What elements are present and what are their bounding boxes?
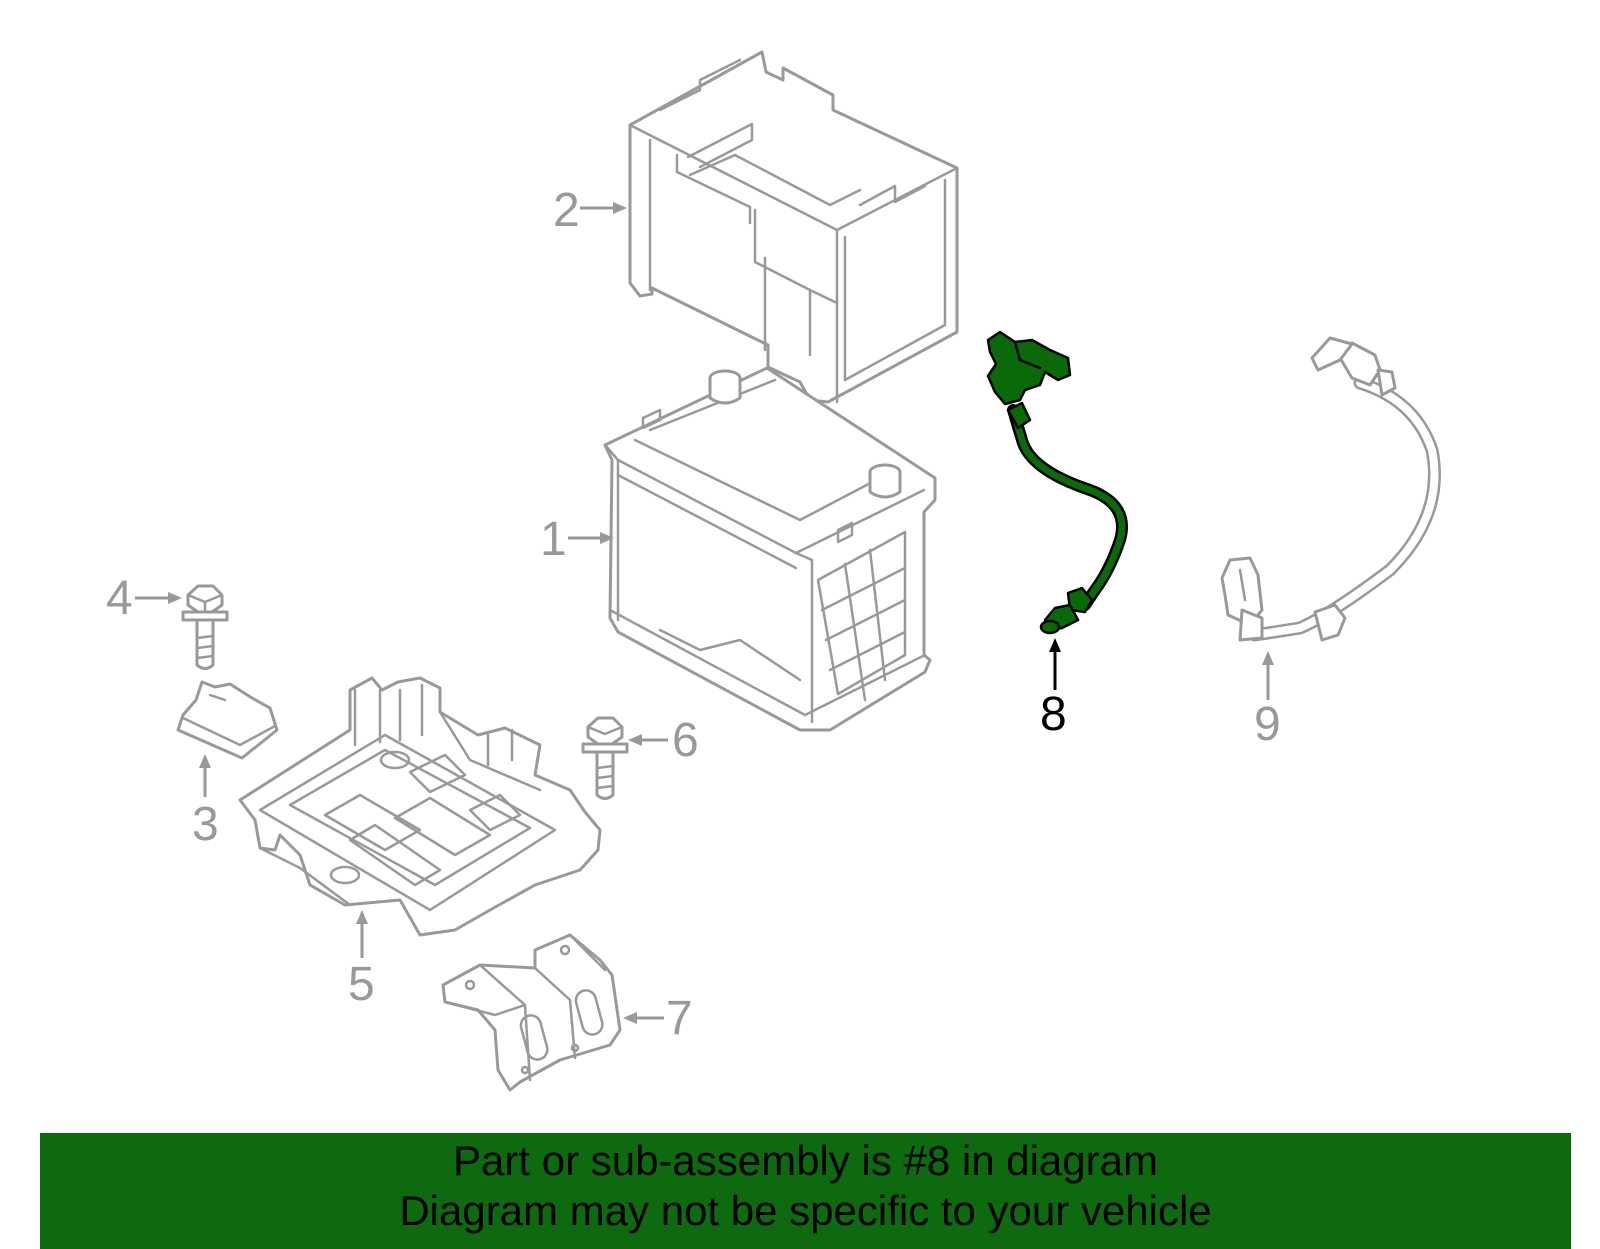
callout-label-7: 7 [666, 992, 693, 1045]
callout-label-5: 5 [348, 958, 375, 1011]
callout-label-1: 1 [540, 513, 567, 566]
callout-3: 3 [192, 754, 219, 851]
callout-label-4: 4 [106, 572, 133, 625]
callout-label-2: 2 [553, 184, 580, 237]
callout-2: 2 [553, 184, 627, 237]
callout-5: 5 [348, 910, 375, 1011]
callout-9: 9 [1254, 651, 1281, 751]
part-7-bracket [441, 933, 622, 1092]
part-5-tray [238, 676, 602, 937]
callout-1: 1 [540, 513, 614, 566]
banner-line-1: Part or sub-assembly is #8 in diagram [453, 1137, 1158, 1184]
callout-4: 4 [106, 572, 182, 625]
part-3-bracket [176, 680, 279, 760]
part-4-bolt [181, 584, 229, 670]
callout-label-3: 3 [192, 798, 219, 851]
part-9-cable [1220, 336, 1441, 642]
banner-line-2: Diagram may not be specific to your vehi… [399, 1187, 1212, 1234]
part-2-battery-box [628, 50, 959, 404]
info-banner: Part or sub-assembly is #8 in diagram Di… [40, 1133, 1571, 1249]
callout-label-6: 6 [672, 714, 699, 767]
part-1-battery [603, 366, 937, 732]
part-6-bolt [581, 716, 629, 800]
callout-label-9: 9 [1254, 698, 1281, 751]
part-8-cable [986, 330, 1128, 635]
callout-label-8: 8 [1040, 688, 1067, 741]
callout-8: 8 [1040, 638, 1067, 741]
callout-6: 6 [628, 714, 699, 767]
callout-7: 7 [623, 992, 693, 1045]
